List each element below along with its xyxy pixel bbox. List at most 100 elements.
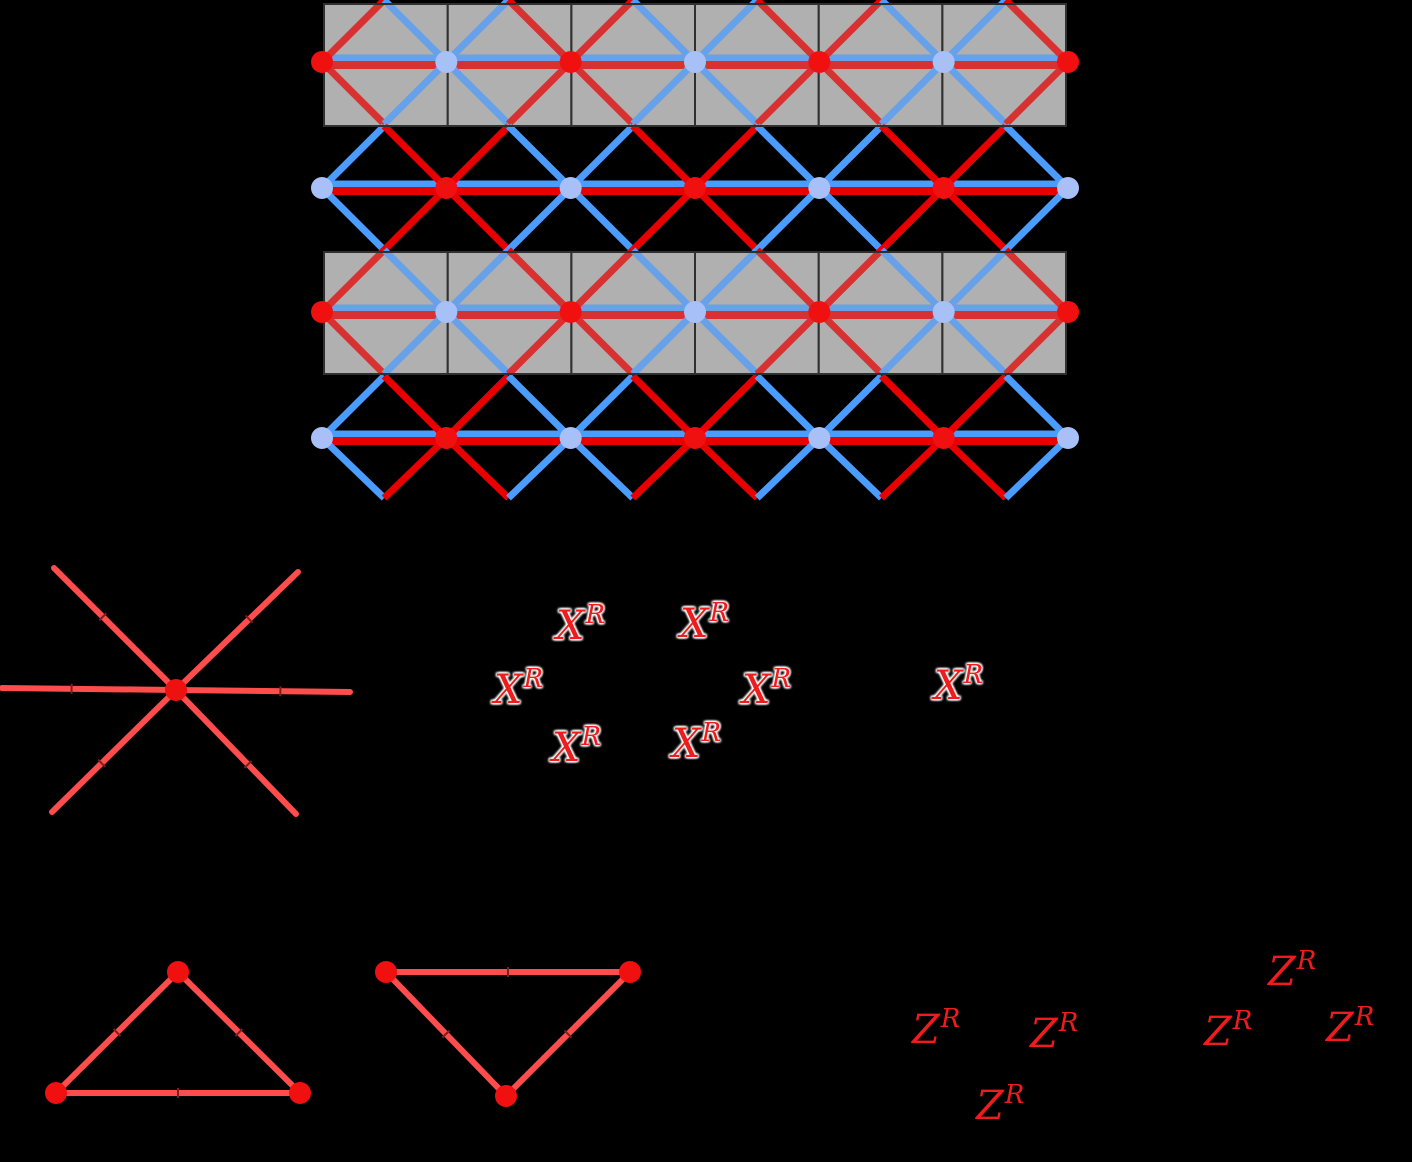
diagonal-edge [879,59,947,127]
red-vertex [684,427,706,449]
diagonal-edge [506,247,574,315]
diagonal-edge [319,123,387,191]
diagonal-edge [816,59,884,127]
operator-symbol: Z [1326,1005,1354,1051]
diagonal-edge [879,185,947,253]
blue-vertex [1057,177,1079,199]
diagonal-edge [381,247,449,315]
diagonal-edge [692,373,760,441]
diagonal-edge [319,59,387,127]
operator-symbol: X [934,663,963,709]
x-r-label: XR [552,724,601,768]
operator-symbol: X [680,601,709,647]
diagonal-edge [443,185,511,253]
diagonal-edge [754,59,822,127]
diagonal-edge [692,59,760,127]
z-r-label: ZR [1268,948,1316,995]
star-center-vertex [165,679,187,701]
operator-superscript: R [1296,946,1317,976]
diagonal-edge [1003,435,1071,501]
diagonal-edge [443,435,511,501]
diagonal-edge [443,123,511,191]
operator-superscript: R [771,664,792,694]
triangle-vertex [375,961,397,983]
diagonal-edge [816,435,884,501]
z-r-label: ZR [976,1082,1024,1129]
red-vertex [1057,301,1079,323]
red-vertex [932,177,955,199]
diagonal-edge [506,185,574,253]
diagonal-edge [754,185,822,253]
diagonal-edge [568,0,636,65]
diagonal-edge [319,435,387,501]
diagonal-edge [630,435,698,501]
diagonal-edge [506,373,574,441]
diagonal-edge [443,373,511,441]
operator-symbol: Z [912,1007,940,1053]
diagonal-edge [1003,247,1071,315]
diagonal-edge [443,59,511,127]
operator-symbol: Z [1204,1009,1232,1055]
blue-vertex [559,427,582,449]
operator-superscript: R [709,598,730,628]
operator-symbol: Z [1268,949,1296,995]
edge-tick [234,1028,244,1037]
diagonal-edge [1003,0,1071,65]
red-vertex [684,177,706,199]
diagonal-edge [692,309,760,377]
diagonal-edge [630,309,698,377]
blue-vertex [808,427,831,449]
diagonal-edge [319,309,387,377]
diagonal-edge [941,123,1009,191]
diagonal-edge [381,185,449,253]
operator-superscript: R [585,600,606,630]
red-vertex [808,51,831,73]
diagonal-edge [568,435,636,501]
triangle-vertex [45,1082,67,1104]
z-r-label: ZR [1204,1008,1252,1055]
triangle-vertex [289,1082,311,1104]
diagonal-edge [568,373,636,441]
red-vertex [932,427,955,449]
x-r-label: XR [494,666,543,710]
diagonal-edge [1003,123,1071,191]
red-vertex [435,177,458,199]
operator-symbol: X [672,721,701,767]
diagonal-edge [754,309,822,377]
blue-vertex [435,301,458,323]
diagonal-edge [692,0,760,65]
diagonal-edge [1003,373,1071,441]
diagonal-edge [319,185,387,253]
diagonal-edge [506,123,574,191]
z-r-label: ZR [912,1006,960,1053]
star-edge-1 [173,569,301,693]
diagonal-edge [568,309,636,377]
diagonal-edge [630,0,698,65]
operator-superscript: R [1232,1006,1253,1036]
star-edge-0 [51,565,179,693]
edge-tick [245,614,254,624]
diagonal-edge [941,435,1009,501]
diagonal-edge [816,185,884,253]
diagonal-edge [381,309,449,377]
operator-symbol: X [742,667,771,713]
diagonal-edge [941,0,1009,65]
diagonal-edge [879,309,947,377]
diagonal-edge [941,247,1009,315]
diagonal-edge [568,59,636,127]
edge-tick [243,760,253,769]
diagonal-edge [816,309,884,377]
diagonal-edge [692,123,760,191]
diagonal-edge [692,185,760,253]
edge-tick [563,1029,573,1039]
x-r-label: XR [680,600,729,647]
diagonal-edge [1003,309,1071,377]
operator-superscript: R [940,1004,961,1034]
diagonal-edge [1003,185,1071,253]
diagonal-edge [816,123,884,191]
diagonal-edge [319,0,387,65]
red-vertex [559,301,582,323]
operator-symbol: Z [976,1083,1004,1129]
z-r-label: ZR [1030,1010,1078,1054]
diagonal-edge [754,123,822,191]
